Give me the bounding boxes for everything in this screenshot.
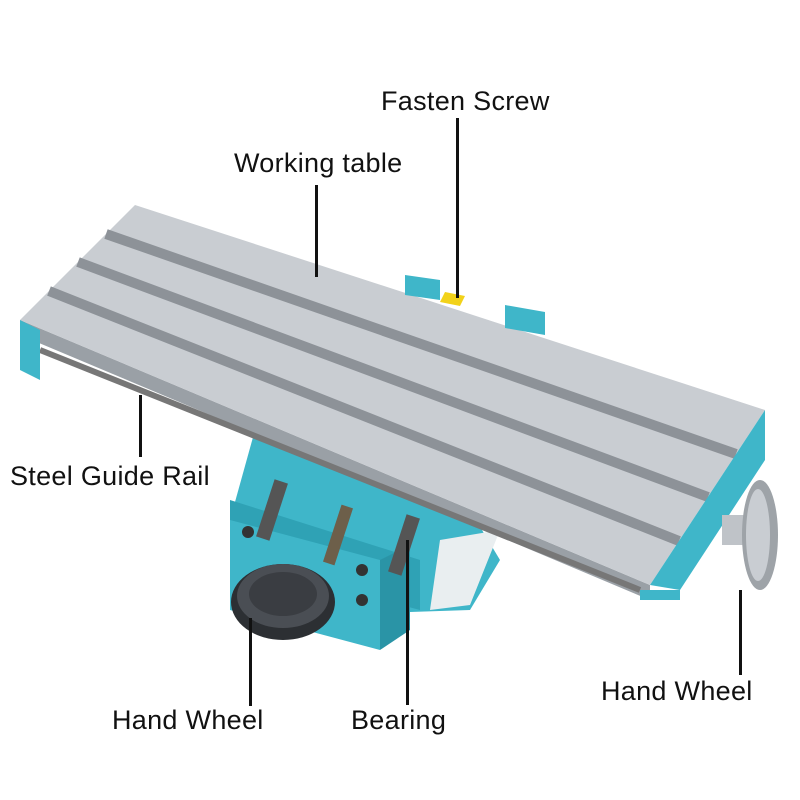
bearing-leader [406, 540, 409, 705]
fasten-screw-part [405, 275, 545, 335]
fasten-screw-leader [456, 118, 459, 298]
hand-wheel-right-leader [739, 590, 742, 675]
hand-wheel-left-leader [249, 618, 252, 706]
label-hand-wheel-right: Hand Wheel [601, 676, 753, 706]
steel-guide-rail-leader [139, 395, 142, 457]
working-table-leader [315, 185, 318, 277]
label-fasten-screw: Fasten Screw [381, 86, 550, 116]
label-hand-wheel-left: Hand Wheel [112, 705, 264, 735]
label-bearing: Bearing [351, 705, 447, 735]
right-hand-wheel [722, 480, 778, 590]
left-hand-wheel [231, 564, 335, 640]
working-table [20, 205, 765, 600]
label-steel-guide-rail: Steel Guide Rail [10, 461, 210, 491]
guide-rods [256, 479, 420, 576]
label-working-table: Working table [234, 148, 403, 178]
